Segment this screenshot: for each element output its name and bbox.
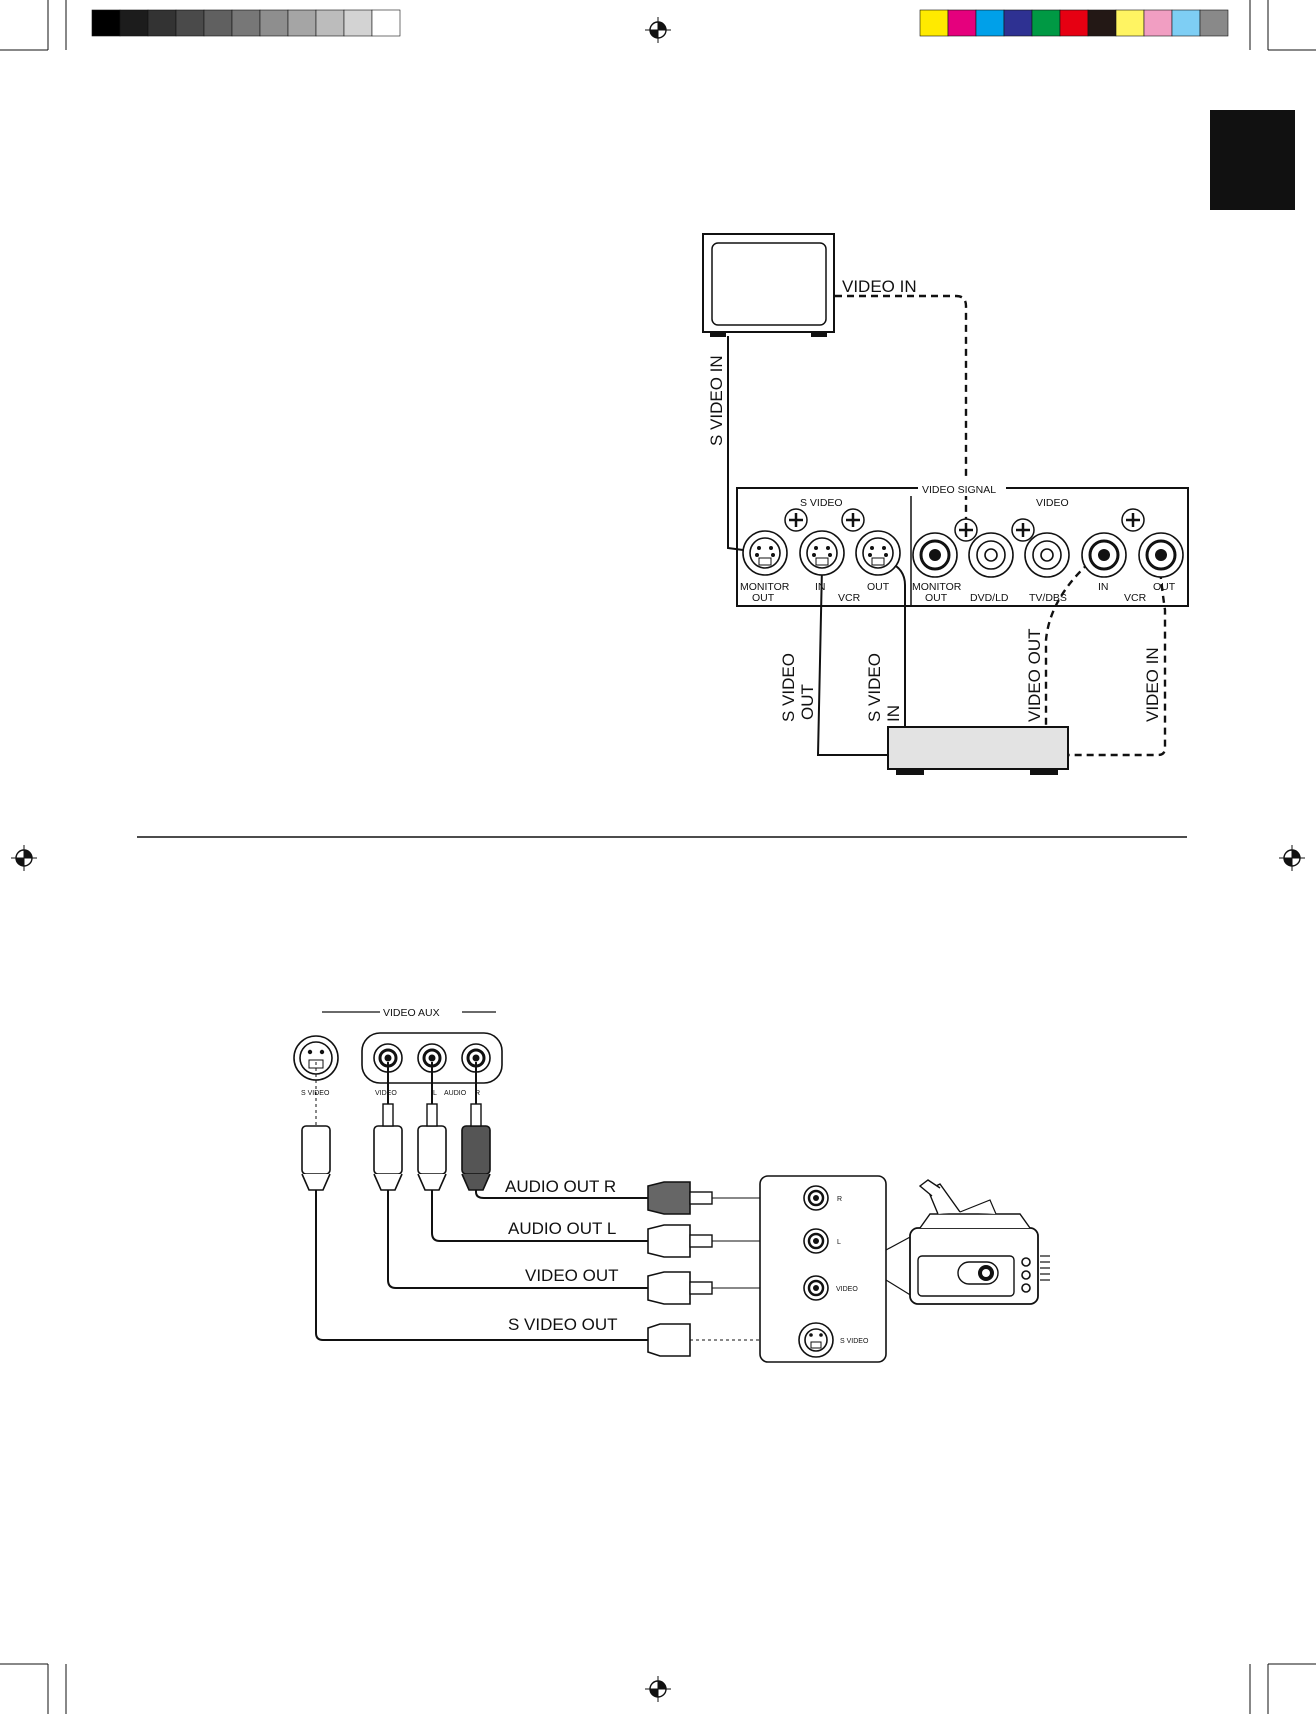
video-dvd-ld-jack [969,533,1013,577]
s-video-monitor-out-jack [743,531,787,575]
calibration-swatch [372,10,400,36]
section-thumb-tab [1210,110,1295,210]
tv-s-video-in-label: S VIDEO IN [707,355,726,446]
camcorder-jack-label: L [837,1239,841,1246]
audio-out-l-label: AUDIO OUT L [508,1219,616,1238]
calibration-swatch [92,10,120,36]
camcorder-jack-label: R [837,1196,842,1203]
television-icon [703,234,834,337]
aux-jack-label: AUDIO [444,1090,467,1097]
aux-jack-label: L [433,1090,437,1097]
aux-s-video-jack [294,1036,338,1080]
calibration-swatch [316,10,344,36]
calibration-swatch [260,10,288,36]
calibration-swatch [1004,10,1032,36]
calibration-swatch [120,10,148,36]
camcorder-jack-label: VIDEO [836,1286,858,1293]
jack-label: IN [1098,581,1109,593]
video-signal-title: VIDEO SIGNAL [922,484,996,496]
s-video-out-label: S VIDEO OUT [508,1315,618,1334]
calibration-swatch [1172,10,1200,36]
video-vcr-in-jack [1082,533,1126,577]
registration-target-bottom [645,1676,671,1702]
jack-label: DVD/LD [970,592,1009,604]
calibration-swatch [1144,10,1172,36]
vcr-video-in-label: VIDEO IN [1143,647,1162,722]
calibration-swatch [1088,10,1116,36]
bottom-connection-diagram: VIDEO AUX S VIDEO VIDEO L AUDIO R [294,1007,1050,1362]
vcr-s-video-in-label-1: S VIDEO [865,653,884,722]
jack-label: OUT [1153,581,1176,593]
vcr-video-out-label: VIDEO OUT [1025,628,1044,722]
color-calibration-bar [920,10,1228,36]
video-aux-title: VIDEO AUX [383,1007,440,1019]
registration-target-left [11,845,37,871]
top-connection-diagram: VIDEO IN S VIDEO IN VIDEO SIGNAL S VIDEO… [703,234,1188,775]
aux-jack-label: S VIDEO [301,1090,330,1097]
calibration-swatch [920,10,948,36]
s-video-group-label: S VIDEO [800,497,843,509]
camcorder-l-jack [804,1229,828,1253]
s-video-vcr-in-jack [800,531,844,575]
calibration-swatch [1032,10,1060,36]
jack-label: TV/DBS [1029,592,1067,604]
calibration-swatch [976,10,1004,36]
vcr-s-video-in-label-2: IN [884,705,903,722]
calibration-swatch [1200,10,1228,36]
camcorder-plugs [648,1182,712,1356]
jack-label: OUT [925,592,948,604]
camcorder-video-jack [804,1276,828,1300]
s-video-monitor-cable [728,336,758,552]
aux-jack-label: VIDEO [375,1090,397,1097]
audio-out-r-label: AUDIO OUT R [505,1177,616,1196]
vcr-s-video-out-label-2: OUT [798,684,817,720]
calibration-swatch [148,10,176,36]
video-tv-dbs-jack [1025,533,1069,577]
jack-label: IN [815,581,826,593]
registration-target-top [645,17,671,43]
grayscale-calibration-bar [92,10,400,36]
calibration-swatch [948,10,976,36]
aux-plugs [302,1062,490,1190]
video-group-label: VIDEO [1036,497,1069,509]
calibration-swatch [232,10,260,36]
camcorder-jack-label: S VIDEO [840,1338,869,1345]
tv-video-in-label: VIDEO IN [842,277,917,296]
calibration-swatch [176,10,204,36]
vcr-icon [888,727,1068,775]
jack-label: OUT [752,592,775,604]
calibration-swatch [344,10,372,36]
calibration-swatch [288,10,316,36]
video-out-label: VIDEO OUT [525,1266,619,1285]
jack-label: OUT [867,581,890,593]
jack-label: VCR [838,592,861,604]
camcorder-icon [910,1180,1050,1304]
vcr-video-out-cable [1046,555,1098,726]
receiver-video-panel: VIDEO SIGNAL S VIDEO VIDEO [737,480,1188,606]
s-video-vcr-out-jack [856,531,900,575]
video-vcr-out-jack [1139,533,1183,577]
video-monitor-out-jack [913,533,957,577]
vcr-s-video-out-label-1: S VIDEO [779,653,798,722]
registration-target-right [1279,845,1305,871]
jack-label: VCR [1124,592,1147,604]
calibration-swatch [1060,10,1088,36]
camcorder-r-jack [804,1186,828,1210]
calibration-swatch [1116,10,1144,36]
camcorder-s-video-jack [799,1323,833,1357]
calibration-swatch [204,10,232,36]
